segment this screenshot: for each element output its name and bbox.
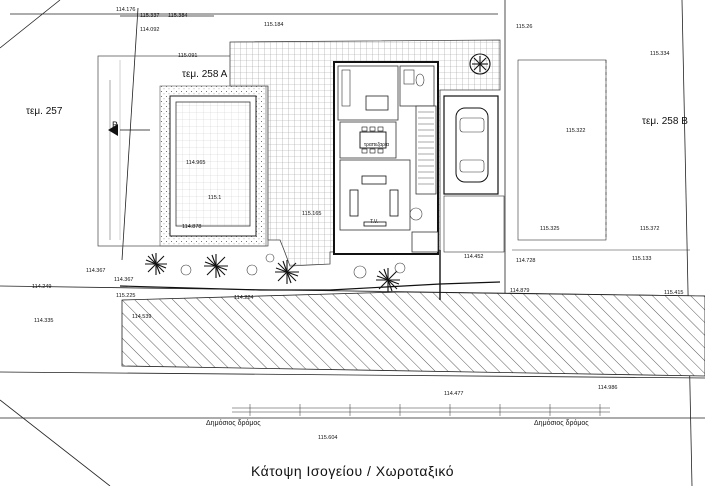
elevation-label: 114.224	[234, 295, 253, 301]
elevation-label: 114.878	[182, 224, 201, 230]
elevation-label: 114.367	[86, 268, 105, 274]
section-marker-label: B	[112, 120, 118, 130]
elevation-label: 115.091	[178, 53, 197, 59]
elevation-label: 115.322	[566, 128, 585, 134]
elevation-label: 115.604	[318, 435, 337, 441]
elevation-label: 114.092	[140, 27, 159, 33]
road-hatch-area	[121, 291, 705, 377]
road-label-left: Δημόσιος δρόμος	[206, 419, 261, 427]
shrub-symbols	[180, 207, 423, 279]
parcel-center-label: τεμ. 258 Α	[182, 69, 228, 80]
parcel-right-label: τεμ. 258 Β	[642, 116, 688, 127]
pool-area	[97, 55, 269, 247]
elevation-label: 114.965	[186, 160, 205, 166]
elevation-label: 114.539	[132, 314, 151, 320]
garden-wall	[119, 281, 501, 291]
house-plan	[333, 61, 439, 255]
elevation-label: 114.728	[516, 258, 535, 264]
elevation-label: 115.372	[640, 226, 659, 232]
elevation-label: 115.1	[208, 195, 221, 201]
elevation-label: 115.26	[516, 24, 532, 30]
elevation-label: 115.133	[632, 256, 651, 262]
elevation-label: 114.335	[34, 318, 53, 324]
section-marker: B	[108, 120, 150, 136]
dimension-strip	[232, 404, 610, 416]
elevation-label: 115.415	[664, 290, 683, 296]
tree-symbols	[145, 53, 491, 292]
elevation-labels: 114.176 115.337 115.384 114.092 115.184 …	[32, 7, 683, 441]
right-parcel-outline	[512, 59, 690, 251]
elevation-label: 114.879	[510, 288, 529, 294]
elevation-label: 114.477	[444, 391, 463, 397]
road-label-right: Δημόσιος δρόμος	[534, 419, 589, 427]
elevation-label: 115.225	[116, 293, 135, 299]
elevation-label: 115.325	[540, 226, 559, 232]
elevation-label: 114.986	[598, 385, 617, 391]
elevation-label: 114.176	[116, 7, 135, 13]
drawing-caption: Κάτοψη Ισογείου / Χωροταξικό	[250, 463, 455, 479]
parcel-left-label: τεμ. 257	[26, 106, 63, 117]
carport	[443, 95, 505, 253]
elevation-label: 115.337	[140, 13, 159, 19]
elevation-label: 114.452	[464, 254, 483, 260]
elevation-label: 115.165	[302, 211, 321, 217]
tv-room-label: T.V.	[370, 219, 378, 225]
elevation-label: 115.334	[650, 51, 669, 57]
elevation-label: 115.384	[168, 13, 187, 19]
elevation-label: 114.249	[32, 284, 51, 290]
elevation-label: 114.367	[114, 277, 133, 283]
dining-room-label: τραπεζαρία	[364, 142, 389, 148]
elevation-label: 115.184	[264, 22, 283, 28]
